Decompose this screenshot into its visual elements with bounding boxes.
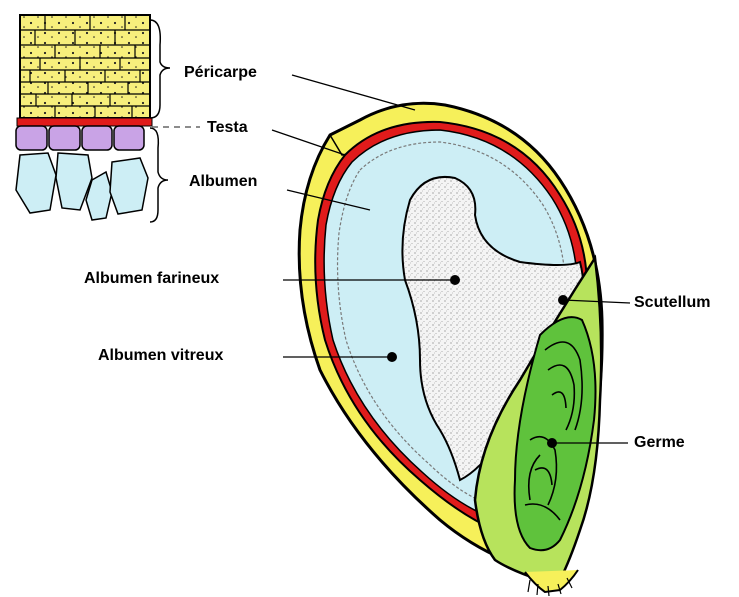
aleurone-layer [16,126,144,150]
tissue-inset [16,15,200,222]
testa-layer [17,118,152,126]
grain-section [299,103,602,596]
dot-germe [547,438,557,448]
albumen-cells [16,153,148,220]
dot-albumen-farineux [450,275,460,285]
label-germe: Germe [634,435,685,451]
label-albumen: Albumen [189,174,257,190]
label-scutellum: Scutellum [634,295,710,311]
albumen-brace [150,128,168,222]
label-albumen-farineux: Albumen farineux [84,271,219,287]
dot-scutellum [558,295,568,305]
leader-pericarpe [292,75,415,110]
label-testa: Testa [207,120,248,136]
label-albumen-vitreux: Albumen vitreux [98,348,223,364]
label-pericarpe: Péricarpe [184,65,257,81]
dot-albumen-vitreux [387,352,397,362]
radicle-tip [525,570,578,592]
pericarp-brace [150,20,170,118]
